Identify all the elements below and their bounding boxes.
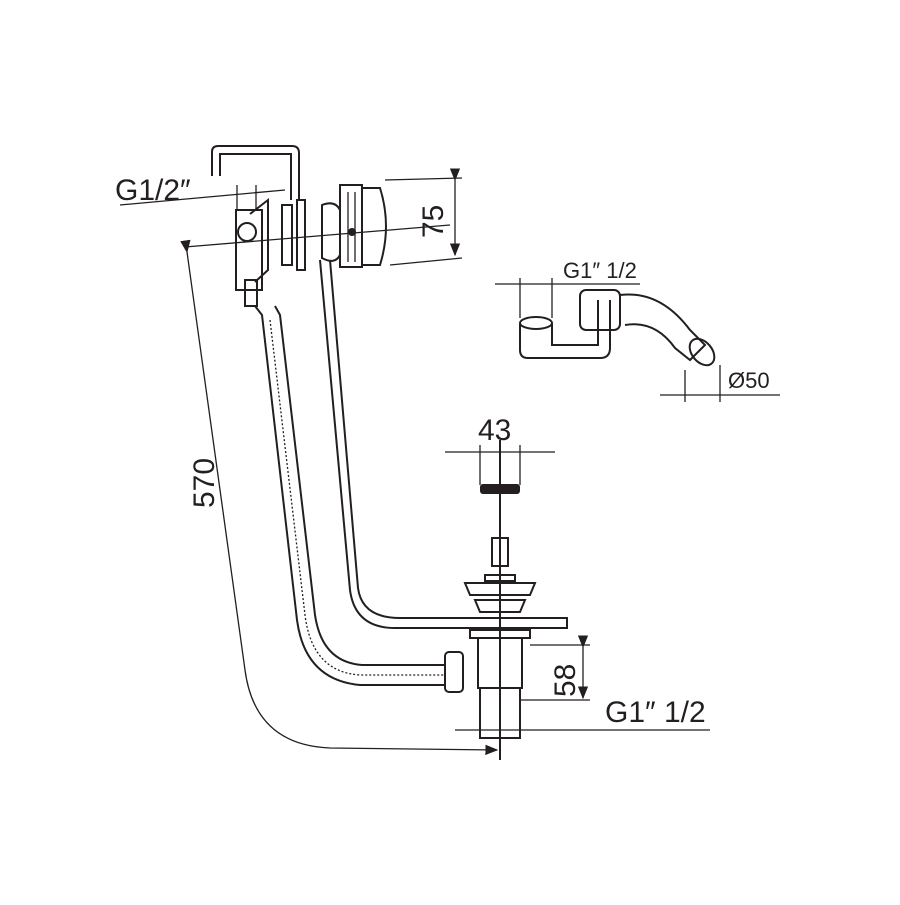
plug-diameter-label: 43 — [478, 414, 511, 447]
drain-assembly — [444, 440, 537, 760]
overflow-depth-label: 75 — [417, 205, 450, 238]
drain-thread-label: G1″ 1/2 — [605, 696, 706, 729]
dimension-lines — [119, 168, 780, 756]
drain-height-label: 58 — [549, 664, 582, 697]
trap-diameter-label: Ø50 — [728, 368, 770, 393]
total-length-label: 570 — [188, 458, 221, 508]
trap-thread-label: G1″ 1/2 — [563, 258, 637, 283]
overflow-tube — [211, 145, 568, 629]
overflow-head — [235, 184, 387, 307]
overflow-thread-label: G1/2″ — [115, 174, 191, 207]
bath-trap — [519, 289, 716, 367]
